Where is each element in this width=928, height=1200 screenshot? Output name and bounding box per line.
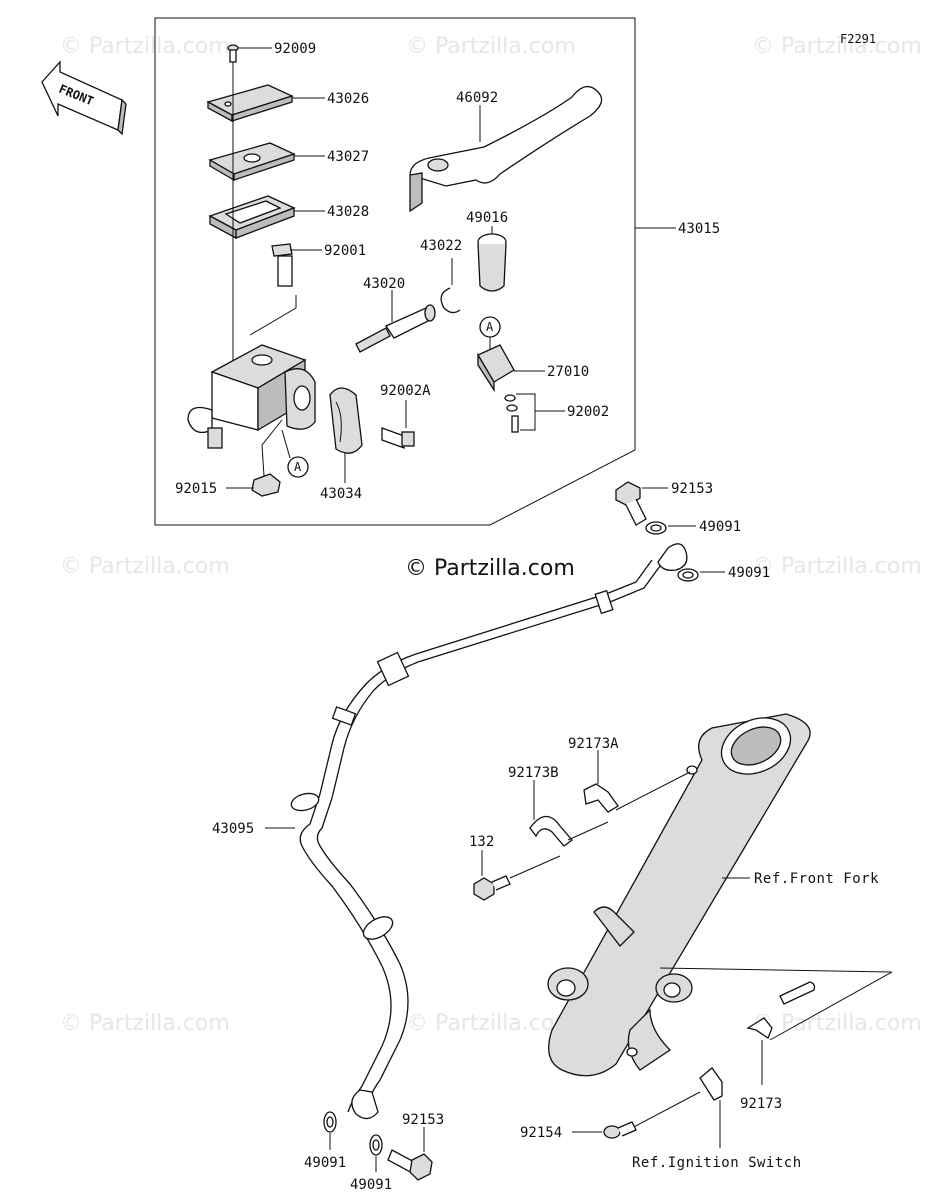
bolt-92001: 92001	[249, 243, 366, 336]
circlip-43022: 43022	[420, 238, 462, 314]
label-92002: 92002	[567, 404, 609, 420]
bushing-49016: 49016	[466, 210, 508, 292]
master-cylinder-body	[187, 344, 316, 449]
bolt-92002A: 92002A	[380, 383, 431, 449]
label-43095: 43095	[212, 821, 254, 837]
label-46092: 46092	[456, 90, 498, 106]
clamp-43034: 43034	[320, 387, 363, 502]
ignition-switch-reference: 92173 Ref.Ignition Switch	[627, 967, 893, 1171]
diagram-id: F2291	[840, 32, 876, 46]
nut-92015: A 92015	[175, 419, 309, 497]
watermark: © Partzilla.com	[60, 554, 230, 579]
banjo-bolt-92153-bottom: 92153	[387, 1112, 444, 1181]
watermark: © Partzilla.com	[406, 34, 576, 59]
label-43026: 43026	[327, 91, 369, 107]
label-49091-d: 49091	[350, 1177, 392, 1193]
label-92153-bottom: 92153	[402, 1112, 444, 1128]
label-ref-front-fork: Ref.Front Fork	[754, 871, 879, 887]
callout-A: A	[294, 460, 302, 474]
watermark: © Partzilla.com	[406, 1011, 576, 1036]
label-92009: 92009	[274, 41, 316, 57]
screws-92002: 92002	[504, 393, 609, 433]
watermarks: © Partzilla.com © Partzilla.com © Partzi…	[60, 34, 922, 1036]
banjo-bolt-92153-top: 92153	[615, 481, 713, 526]
label-92153-top: 92153	[671, 481, 713, 497]
reservoir-cap-43026: 43026	[206, 84, 369, 123]
brake-hose-43095: 43095	[212, 543, 688, 1120]
label-43028: 43028	[327, 204, 369, 220]
bolt-132: 132	[469, 834, 561, 901]
switch-27010: A 27010	[477, 316, 589, 393]
label-49016: 49016	[466, 210, 508, 226]
callout-A: A	[486, 320, 494, 334]
label-49091-b: 49091	[728, 565, 770, 581]
label-92173B: 92173B	[508, 765, 559, 781]
label-132: 132	[469, 834, 494, 850]
label-92173A: 92173A	[568, 736, 619, 752]
label-ref-ignition-switch: Ref.Ignition Switch	[632, 1155, 802, 1171]
label-92173: 92173	[740, 1096, 782, 1112]
front-fork: Ref.Front Fork	[547, 713, 879, 1077]
plate-43027: 43027	[208, 142, 369, 182]
washer-49091-c: 49091	[304, 1111, 346, 1171]
label-92015: 92015	[175, 481, 217, 497]
washer-49091-d: 49091	[350, 1134, 392, 1193]
watermark: © Partzilla.com	[752, 554, 922, 579]
label-92002A: 92002A	[380, 383, 431, 399]
label-43022: 43022	[420, 238, 462, 254]
brake-lever-46092: 46092	[409, 85, 603, 213]
copyright-text: © Partzilla.com	[405, 556, 575, 581]
label-27010: 27010	[547, 364, 589, 380]
clamp-92173B: 92173B	[508, 765, 609, 847]
master-cylinder-assembly-frame	[154, 17, 636, 526]
label-92154: 92154	[520, 1125, 562, 1141]
label-49091-a: 49091	[699, 519, 741, 535]
label-43034: 43034	[320, 486, 362, 502]
washer-49091-b: 49091	[677, 565, 770, 582]
watermark: © Partzilla.com	[752, 1011, 922, 1036]
watermark: © Partzilla.com	[752, 34, 922, 59]
watermark: © Partzilla.com	[60, 34, 230, 59]
bolt-92154: 92154	[520, 1121, 637, 1141]
diaphragm-43028: 43028	[208, 195, 369, 240]
label-49091-c: 49091	[304, 1155, 346, 1171]
washer-49091-a: 49091	[645, 519, 741, 535]
front-arrow-icon: FRONT	[41, 60, 127, 136]
label-92001: 92001	[324, 243, 366, 259]
label-43015: 43015	[678, 221, 720, 237]
label-43027: 43027	[327, 149, 369, 165]
piston-assembly-43020: 43020	[355, 276, 436, 353]
label-43020: 43020	[363, 276, 405, 292]
watermark: © Partzilla.com	[60, 1011, 230, 1036]
bracket-92173A: 92173A	[568, 736, 691, 813]
screw-92009: 92009	[227, 41, 316, 63]
